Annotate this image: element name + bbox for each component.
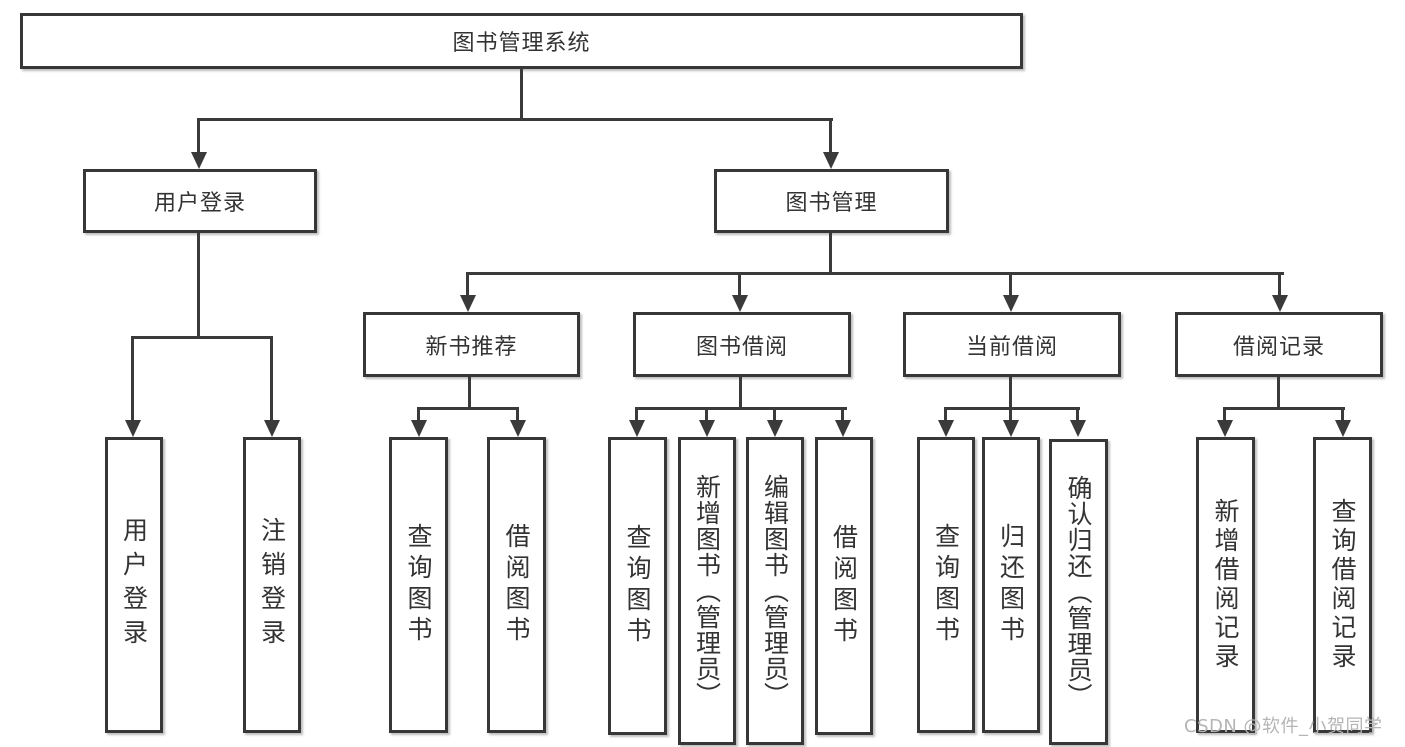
leaf-borrow-books-borrowing-label: 借阅图书 [829,524,859,648]
leaf-user-login: 用户登录 [105,437,163,733]
leaf-return-books-label: 归还图书 [996,523,1026,647]
connector-level1-bar [197,118,833,121]
connector-groupA-stem [468,377,471,407]
connector-drop-login [131,339,134,420]
leaf-logout-login-label: 注销登录 [257,517,287,653]
node-borrowing-records: 借阅记录 [1175,312,1383,377]
arrowhead-icon [191,152,207,169]
connector-drop-current [1009,275,1012,295]
connector-groupC-bar [944,407,1080,410]
leaf-add-borrow-record-label: 新增借阅记录 [1211,498,1240,672]
connector-drop-logout [270,339,273,420]
arrowhead-icon [1217,420,1233,437]
node-new-book-recommend-label: 新书推荐 [425,334,518,360]
connector-groupC-drop2 [1009,410,1012,420]
arrowhead-icon [460,295,476,312]
connector-groupA-drop2 [516,410,519,420]
connector-groupB-bar [635,407,847,410]
leaf-borrow-books-recommend-label: 借阅图书 [502,523,531,647]
arrowhead-icon [1272,295,1288,312]
arrowhead-icon [1335,420,1351,437]
leaf-add-books-admin-label: 新增图书（管理员） [692,474,722,708]
connector-level2-bar [466,272,1284,275]
arrowhead-icon [699,420,715,437]
leaf-return-books: 归还图书 [982,437,1040,733]
connector-user-login-bar [131,336,273,339]
arrowhead-icon [1070,420,1086,437]
connector-groupB-drop2 [705,410,708,420]
connector-drop-records [1278,275,1281,295]
leaf-edit-books-admin: 编辑图书（管理员） [746,437,804,745]
connector-drop-new-book [466,275,469,295]
arrowhead-icon [823,152,839,169]
leaf-search-borrow-record: 查询借阅记录 [1313,437,1372,733]
connector-drop-borrowing [738,275,741,295]
leaf-add-borrow-record: 新增借阅记录 [1196,437,1255,733]
node-root: 图书管理系统 [20,13,1023,69]
arrowhead-icon [510,420,526,437]
leaf-search-books-current-label: 查询图书 [931,523,961,647]
node-root-label: 图书管理系统 [452,31,591,56]
connector-groupB-stem [739,377,742,407]
connector-groupC-stem [1009,377,1012,407]
leaf-edit-books-admin-label: 编辑图书（管理员） [760,474,790,708]
leaf-search-books-borrowing-label: 查询图书 [623,524,652,648]
leaf-search-books-recommend-label: 查询图书 [404,523,433,647]
arrowhead-icon [938,420,954,437]
leaf-borrow-books-recommend: 借阅图书 [487,437,546,733]
node-book-management: 图书管理 [714,169,949,233]
node-user-login: 用户登录 [83,169,317,233]
leaf-search-books-current: 查询图书 [917,437,975,733]
connector-groupD-stem [1277,377,1280,407]
connector-groupC-drop1 [944,410,947,420]
node-book-borrowing: 图书借阅 [633,312,851,377]
connector-groupD-drop1 [1223,410,1226,420]
leaf-confirm-return-admin-label: 确认归还（管理员） [1064,475,1093,709]
node-current-borrowing: 当前借阅 [903,312,1121,377]
connector-drop-book-management [829,121,832,152]
connector-groupD-bar [1223,407,1345,410]
connector-groupA-bar [417,407,519,410]
leaf-confirm-return-admin: 确认归还（管理员） [1049,439,1108,745]
leaf-add-books-admin: 新增图书（管理员） [678,437,736,745]
watermark: CSDN @软件_小贺同学 [1184,716,1383,737]
arrowhead-icon [629,420,645,437]
node-book-borrowing-label: 图书借阅 [695,334,788,360]
leaf-search-borrow-record-label: 查询借阅记录 [1328,498,1357,672]
arrowhead-icon [411,420,427,437]
connector-book-management-stem [829,233,832,272]
leaf-search-books-recommend: 查询图书 [389,437,448,733]
connector-groupC-drop3 [1076,410,1079,420]
node-user-login-label: 用户登录 [153,191,246,216]
leaf-search-books-borrowing: 查询图书 [608,437,667,735]
node-new-book-recommend: 新书推荐 [363,312,580,377]
arrowhead-icon [767,420,783,437]
connector-groupD-drop2 [1341,410,1344,420]
leaf-user-login-label: 用户登录 [119,517,149,653]
arrowhead-icon [1003,420,1019,437]
arrowhead-icon [125,420,141,437]
arrowhead-icon [835,420,851,437]
node-book-management-label: 图书管理 [785,191,878,216]
connector-groupA-drop1 [417,410,420,420]
arrowhead-icon [1003,295,1019,312]
leaf-logout-login: 注销登录 [243,437,301,733]
connector-user-login-stem [197,233,200,336]
connector-groupB-drop4 [841,410,844,420]
leaf-borrow-books-borrowing: 借阅图书 [815,437,873,735]
arrowhead-icon [732,295,748,312]
connector-groupB-drop1 [635,410,638,420]
node-current-borrowing-label: 当前借阅 [965,334,1058,360]
connector-root-stem [520,69,523,118]
node-borrowing-records-label: 借阅记录 [1232,334,1325,360]
connector-drop-user-login [197,121,200,152]
connector-groupB-drop3 [773,410,776,420]
arrowhead-icon [264,420,280,437]
